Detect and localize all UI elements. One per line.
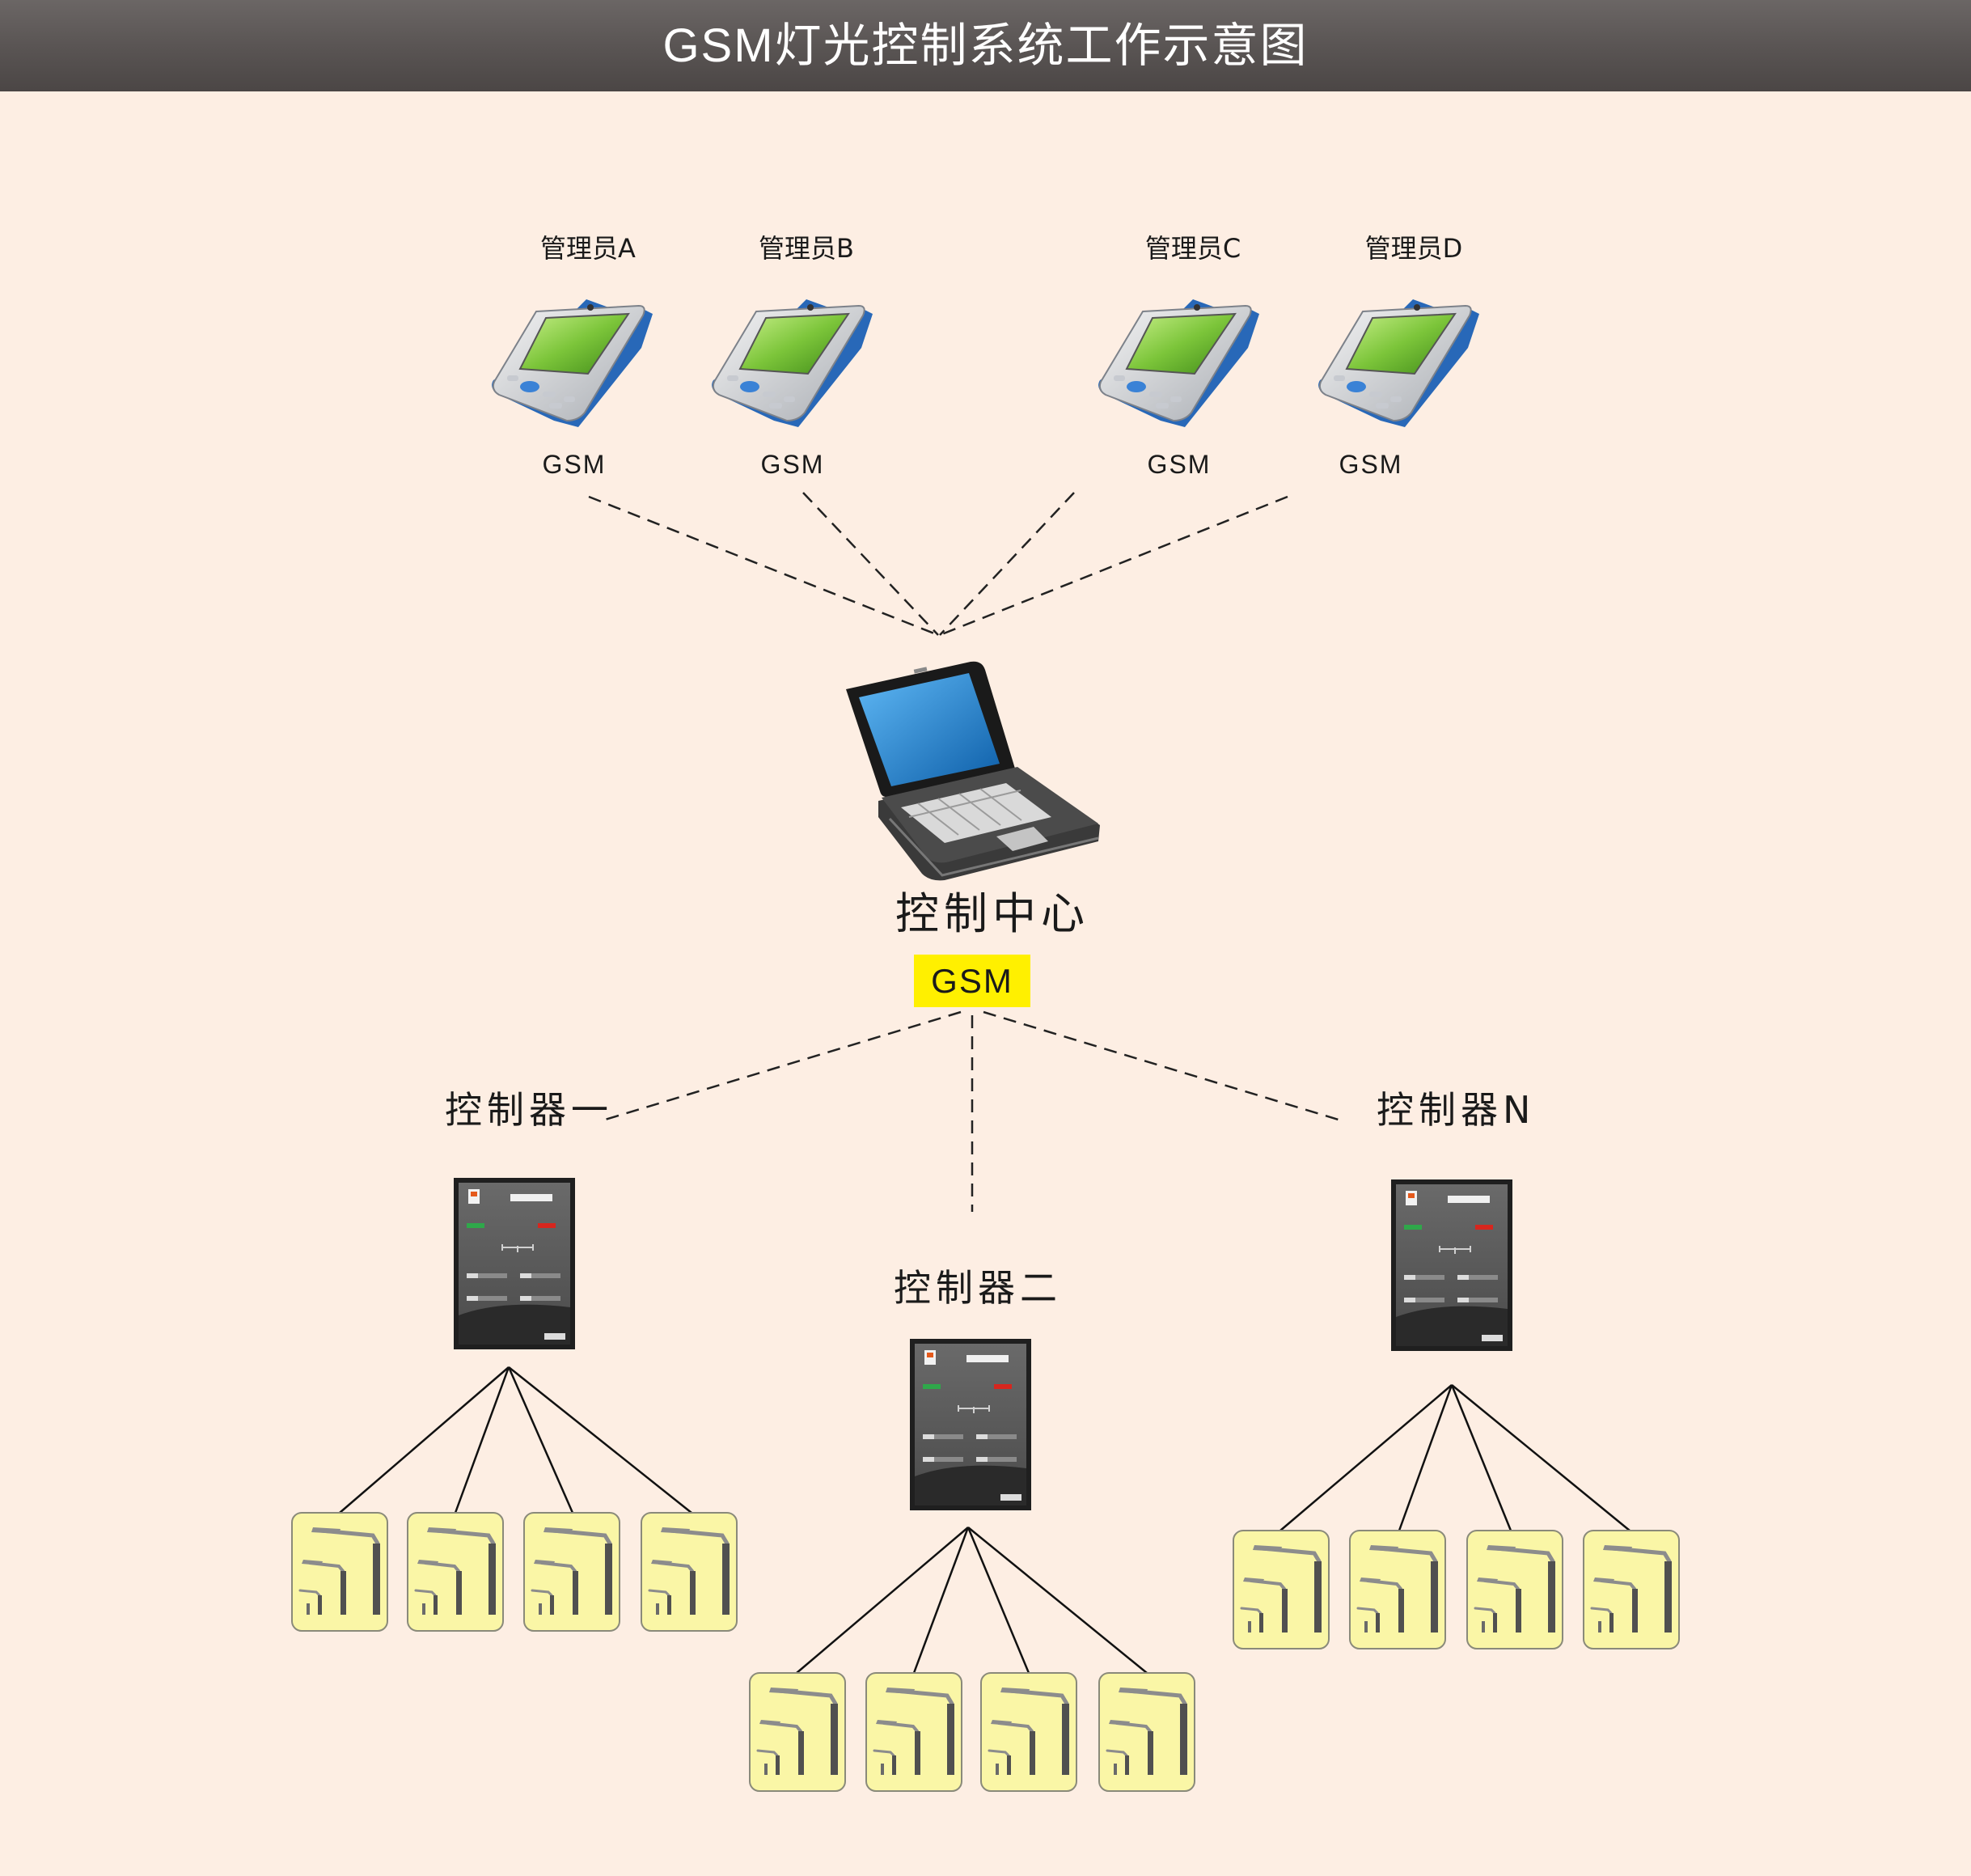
street-lamp-icon [1584,1531,1679,1649]
link-manager-a [588,495,939,637]
lamp-group-controller-2 [750,1673,1195,1791]
street-lamp-icon [292,1513,387,1631]
manager-c-label: 管理员C [1145,233,1241,264]
controller-n-label: 控制器N [1377,1088,1535,1132]
link-manager-b [802,492,939,636]
manager-b-label: 管理员B [759,233,854,264]
link-controller-n [983,1010,1342,1122]
controller-cabinet-1 [453,1177,576,1350]
street-lamp-icon [1467,1531,1563,1649]
gsm-badge [914,955,1030,1007]
gsm-link-lines [588,492,1342,1212]
link-manager-d [939,495,1288,637]
manager-a-network-label: GSM [543,450,607,479]
control-center-label: 控制中心 [895,888,1089,939]
manager-a-label: 管理员A [540,233,636,264]
manager-b-network-label: GSM [761,450,825,479]
laptop-icon [846,661,1100,881]
wiring-lines [339,1366,1631,1674]
lamp-group-controller-1 [292,1513,737,1631]
controller-cabinet-2 [909,1338,1032,1511]
title-bar [0,0,1971,91]
gsm-badge-label: GSM [931,962,1013,1000]
street-lamp-icon [524,1513,620,1631]
street-lamp-icon [641,1513,737,1631]
street-lamp-icon [750,1673,845,1791]
phone-icon-c [1098,299,1260,428]
manager-c-network-label: GSM [1148,450,1212,479]
phone-icon-a [491,299,653,428]
phone-icon-b [711,299,873,428]
street-lamp-icon [981,1673,1076,1791]
page-title: GSM灯光控制系统工作示意图 [662,19,1309,72]
street-lamp-icon [866,1673,962,1791]
street-lamp-icon [408,1513,503,1631]
link-controller-1 [602,1010,962,1122]
controller-2-label: 控制器二 [894,1266,1062,1310]
street-lamp-icon [1233,1531,1329,1649]
phone-icon-d [1318,299,1480,428]
street-lamp-icon [1350,1531,1445,1649]
link-manager-c [939,492,1075,636]
manager-d-label: 管理员D [1365,233,1463,264]
street-lamp-icon [1099,1673,1195,1791]
manager-d-network-label: GSM [1339,450,1403,479]
lamp-group-controller-n [1233,1531,1679,1649]
controller-1-label: 控制器一 [445,1088,613,1132]
controller-cabinet-n [1390,1179,1513,1352]
